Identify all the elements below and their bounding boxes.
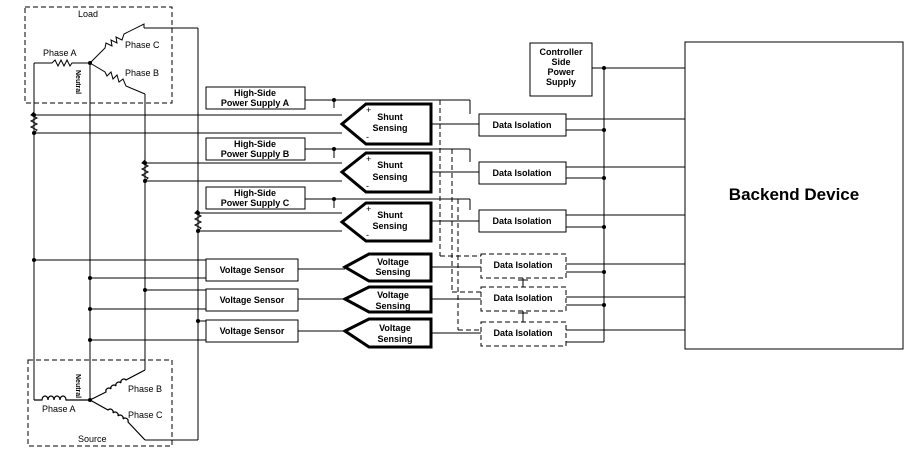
vamp-1-label-2: Sensing	[375, 267, 410, 277]
high-side-power-supply-c	[205, 186, 306, 210]
load-boundary	[24, 6, 173, 104]
amp-b-plus: +	[366, 154, 371, 164]
voltage-sensor-2	[205, 288, 299, 312]
controller-supply-line-1: Controller	[539, 47, 582, 57]
controller-side-power-supply	[529, 42, 593, 97]
source-neutral-label: Neutral	[74, 374, 81, 398]
hs-b-line-2: Power Supply B	[221, 149, 290, 159]
load-phase-a-resistor	[34, 58, 90, 68]
amp-c-label-1: Shunt	[377, 210, 403, 220]
vamp-3-label-2: Sensing	[377, 334, 412, 344]
hs-c-line-2: Power Supply C	[221, 198, 290, 208]
load-phase-c-resistor	[89, 23, 145, 64]
data-isolation-a-label: Data Isolation	[492, 120, 551, 130]
source-group: Source Phase A Phase B Phase C Neutral	[27, 359, 173, 447]
amp-c-minus: -	[366, 230, 369, 240]
shunt-sensing-amp-c	[339, 201, 433, 243]
data-isolation-b-label: Data Isolation	[492, 168, 551, 178]
load-phase-a-label: Phase A	[43, 48, 77, 58]
load-neutral-label: Neutral	[74, 70, 81, 94]
hs-a-line-1: High-Side	[234, 88, 276, 98]
source-phase-a-coil	[34, 395, 90, 401]
amp-c-plus: +	[366, 204, 371, 214]
source-phase-b-label: Phase B	[128, 384, 162, 394]
source-phase-c-coil	[89, 399, 146, 441]
vamp-2-label-2: Sensing	[375, 301, 410, 311]
voltage-channel-2: Voltage Sensor Voltage Sensing Data Isol…	[88, 278, 685, 314]
voltage-channel-1: Voltage Sensor Voltage Sensing Data Isol…	[32, 252, 685, 283]
amp-b-label-1: Shunt	[377, 160, 403, 170]
channel-c: High-Side Power Supply C + - Shunt Sensi…	[196, 186, 685, 330]
data-isolation-v2-label: Data Isolation	[493, 293, 552, 303]
source-title: Source	[78, 434, 107, 444]
source-phase-c-label: Phase C	[128, 410, 163, 420]
data-isolation-v3	[480, 321, 567, 347]
hs-b-line-1: High-Side	[234, 139, 276, 149]
high-side-power-supply-a	[205, 86, 306, 110]
shunt-resistor-b	[140, 159, 150, 182]
data-isolation-v1-label: Data Isolation	[493, 260, 552, 270]
channel-a: High-Side Power Supply A + - Shunt Sensi…	[32, 86, 685, 256]
source-boundary	[27, 359, 173, 447]
voltage-channel-3: Voltage Sensor Voltage Sensing Data Isol…	[88, 311, 685, 349]
data-isolation-b	[478, 161, 567, 185]
load-phase-b-resistor	[89, 62, 146, 95]
amp-b-label-2: Sensing	[372, 172, 407, 182]
voltage-sensor-1	[205, 258, 299, 282]
backend-device	[684, 41, 904, 350]
shunt-resistor-c	[193, 209, 203, 232]
backend-group: Backend Device	[684, 41, 904, 350]
voltage-sensor-2-label: Voltage Sensor	[220, 295, 285, 305]
data-isolation-c-label: Data Isolation	[492, 216, 551, 226]
load-phase-c-label: Phase C	[125, 40, 160, 50]
vamp-2-label-1: Voltage	[377, 290, 409, 300]
load-title: Load	[78, 9, 98, 19]
amp-b-minus: -	[366, 181, 369, 191]
controller-supply-line-2: Side	[551, 57, 570, 67]
data-isolation-c	[478, 209, 567, 233]
main-conductors	[29, 27, 203, 441]
vamp-3-label-1: Voltage	[379, 323, 411, 333]
source-phase-a-label: Phase A	[42, 404, 76, 414]
amp-c-label-2: Sensing	[372, 221, 407, 231]
data-isolation-v3-label: Data Isolation	[493, 328, 552, 338]
controller-supply-line-3: Power	[547, 67, 575, 77]
hs-a-line-2: Power Supply A	[221, 98, 290, 108]
backend-device-label: Backend Device	[729, 185, 859, 204]
channel-b: High-Side Power Supply B + - Shunt Sensi…	[143, 137, 685, 292]
controller-supply-line-4: Supply	[546, 77, 576, 87]
amp-a-plus: +	[366, 105, 371, 115]
voltage-sensor-3-label: Voltage Sensor	[220, 326, 285, 336]
hs-c-line-1: High-Side	[234, 188, 276, 198]
shunt-resistor-a	[29, 111, 39, 134]
voltage-sensor-1-label: Voltage Sensor	[220, 265, 285, 275]
load-phase-b-label: Phase B	[125, 68, 159, 78]
vamp-1-label-1: Voltage	[377, 257, 409, 267]
data-isolation-a	[478, 113, 567, 137]
amp-a-label-1: Shunt	[377, 112, 403, 122]
data-isolation-v1	[480, 253, 567, 279]
load-group: Load Phase A Phase C Phase B Neutral	[24, 6, 173, 104]
amp-a-label-2: Sensing	[372, 123, 407, 133]
source-phase-b-coil	[89, 369, 146, 401]
amp-a-minus: -	[366, 132, 369, 142]
controller-supply-group: Controller Side Power Supply	[529, 42, 685, 342]
